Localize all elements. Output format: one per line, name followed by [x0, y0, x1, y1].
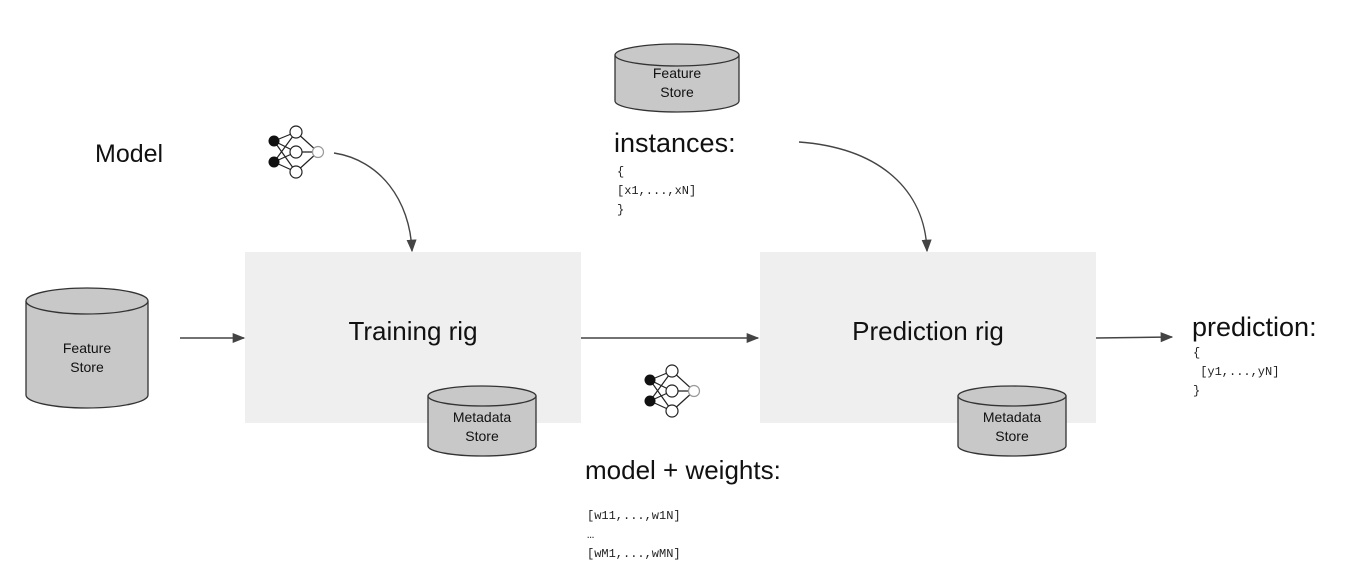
model-weights-title: model + weights: — [585, 455, 781, 485]
model-weights-body: [w11,...,w1N] … [wM1,...,wMN] — [587, 509, 681, 561]
arrow-model-to-training — [333, 152, 417, 253]
metadata-store-training-cylinder: Metadata Store — [427, 385, 537, 457]
arrow-instances-to-prediction — [798, 141, 932, 253]
arrow-prediction-to-output — [1095, 332, 1174, 343]
metadata-store-training-label: Metadata Store — [452, 409, 512, 444]
feature-store-top-cylinder: Feature Store — [614, 43, 740, 113]
prediction-rig-label: Prediction rig — [852, 316, 1004, 346]
neural-network-icon — [644, 364, 701, 418]
feature-store-left-cylinder: Feature Store — [25, 287, 149, 409]
neural-network-icon — [268, 125, 325, 179]
feature-store-left-label: Feature Store — [62, 340, 112, 375]
metadata-store-prediction-cylinder: Metadata Store — [957, 385, 1067, 457]
metadata-store-prediction-label: Metadata Store — [982, 409, 1042, 444]
model-label: Model — [95, 140, 164, 168]
instances-title: instances: — [614, 128, 736, 158]
instances-body: { [x1,...,xN] } — [617, 165, 697, 217]
prediction-title: prediction: — [1192, 312, 1317, 342]
prediction-body: { [y1,...,yN] } — [1193, 346, 1280, 398]
feature-store-top-label: Feature Store — [652, 65, 702, 100]
training-rig-box: Training rig — [245, 252, 581, 423]
training-rig-label: Training rig — [348, 316, 478, 346]
